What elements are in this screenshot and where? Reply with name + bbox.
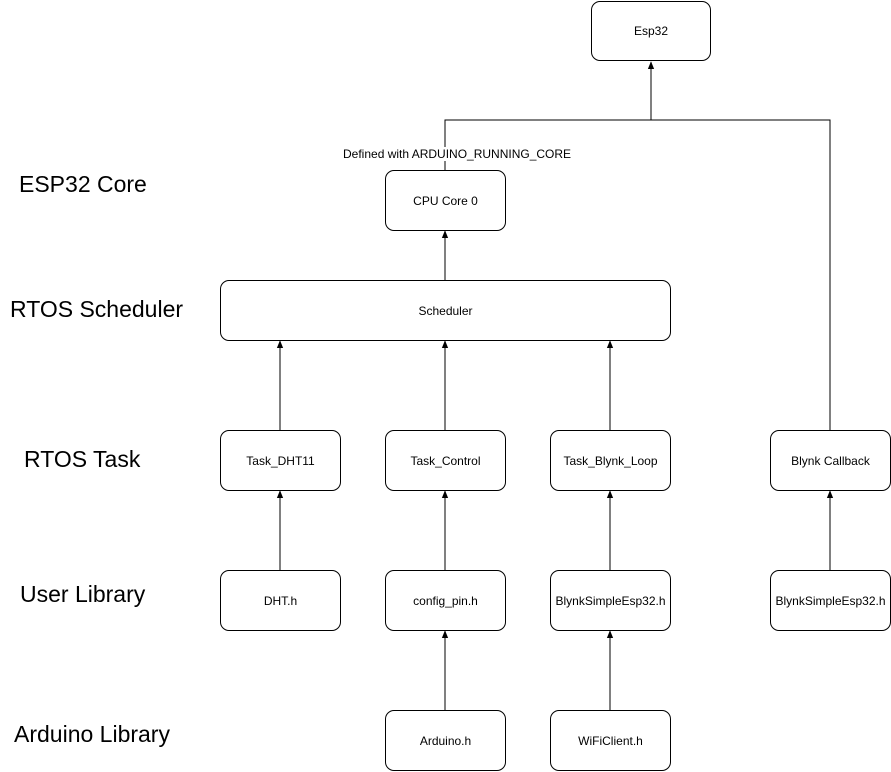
node-task-control[interactable]: Task_Control — [385, 430, 506, 491]
node-config-pin-h[interactable]: config_pin.h — [385, 570, 506, 631]
node-arduino-h[interactable]: Arduino.h — [385, 710, 506, 771]
node-scheduler[interactable]: Scheduler — [220, 280, 671, 341]
edge-cpu-core-to-esp32 — [444, 119, 651, 170]
layer-label-rtos-task: RTOS Task — [24, 446, 141, 472]
node-wificlient-h[interactable]: WiFiClient.h — [550, 710, 671, 771]
node-blynk-simple-esp32-h-task[interactable]: BlynkSimpleEsp32.h — [550, 570, 671, 631]
node-dht-h[interactable]: DHT.h — [220, 570, 341, 631]
node-cpu-core-0[interactable]: CPU Core 0 — [385, 170, 506, 231]
node-blynk-callback[interactable]: Blynk Callback — [770, 430, 891, 491]
layer-label-user-library: User Library — [20, 581, 146, 607]
cpu-core-note-label: Defined with ARDUINO_RUNNING_CORE — [342, 147, 573, 161]
node-blynk-simple-esp32-h-callback[interactable]: BlynkSimpleEsp32.h — [770, 570, 891, 631]
layer-label-arduino-library: Arduino Library — [14, 721, 170, 747]
layer-label-rtos-scheduler: RTOS Scheduler — [10, 296, 184, 322]
node-task-blynk-loop[interactable]: Task_Blynk_Loop — [550, 430, 671, 491]
node-esp32[interactable]: Esp32 — [591, 1, 711, 61]
node-task-dht11[interactable]: Task_DHT11 — [220, 430, 341, 491]
layer-label-esp32-core: ESP32 Core — [19, 171, 147, 197]
edge-blynk-callback-to-esp32 — [651, 119, 831, 430]
